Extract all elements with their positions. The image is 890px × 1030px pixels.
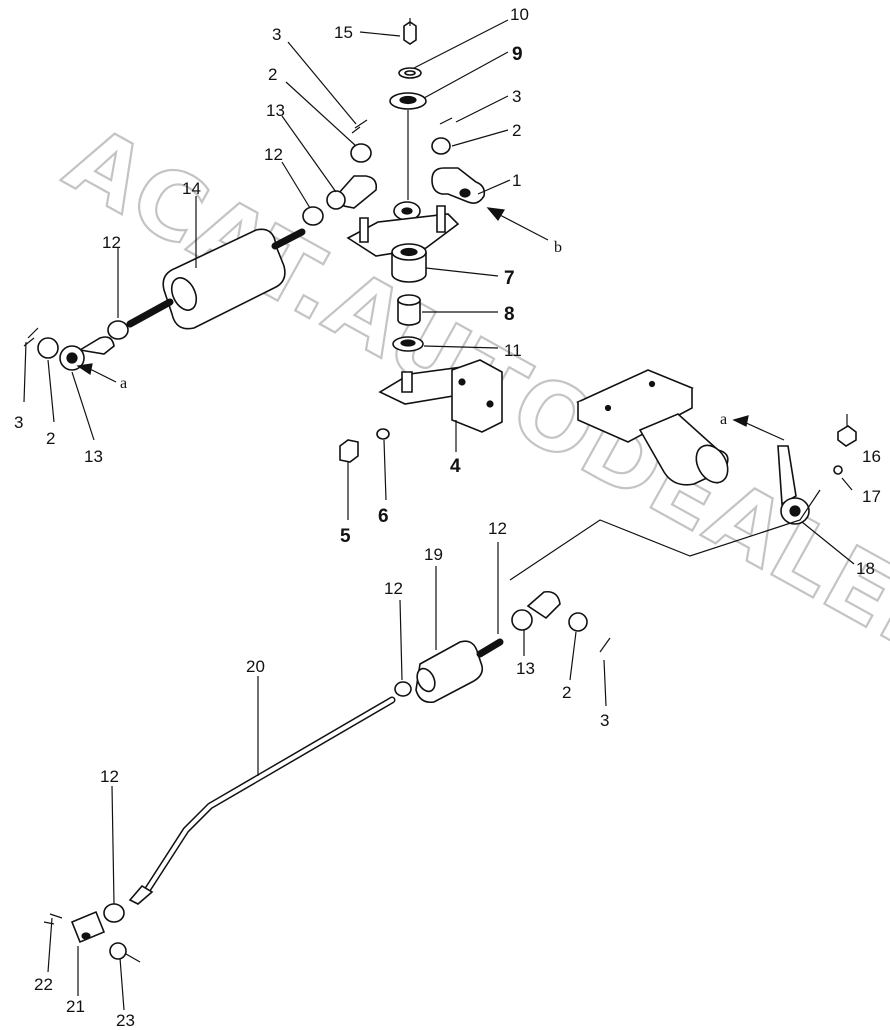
connection-line bbox=[509, 489, 821, 581]
callout-13-top: 13 bbox=[266, 101, 285, 120]
callout-3-top-right: 3 bbox=[512, 87, 521, 106]
view-arrow-b: b bbox=[486, 207, 562, 256]
view-label-a-left: a bbox=[120, 375, 127, 392]
callout-1: 1 bbox=[512, 171, 521, 190]
callout-13-left: 13 bbox=[84, 447, 103, 466]
callout-4: 4 bbox=[450, 456, 461, 477]
view-arrow-a-left: a bbox=[76, 363, 127, 392]
view-arrow-a-right: a bbox=[720, 411, 785, 441]
pedal-bracket bbox=[576, 369, 857, 525]
leader-lines bbox=[23, 19, 855, 1011]
callout-3-top-left: 3 bbox=[272, 25, 281, 44]
callout-23: 23 bbox=[116, 1011, 135, 1030]
callout-6: 6 bbox=[378, 506, 389, 527]
callout-12-left: 12 bbox=[102, 233, 121, 252]
view-label-b: b bbox=[554, 239, 562, 256]
callout-14: 14 bbox=[182, 179, 201, 198]
callout-11: 11 bbox=[504, 341, 522, 360]
view-label-a-right: a bbox=[720, 411, 727, 428]
callout-18: 18 bbox=[856, 559, 875, 578]
callout-2-lower: 2 bbox=[562, 683, 571, 702]
callout-labels: 15 10 9 3 2 1 3 2 13 12 14 12 3 2 13 7 8… bbox=[14, 5, 881, 1030]
callout-12-lower: 12 bbox=[100, 767, 119, 786]
callout-12-top: 12 bbox=[264, 145, 283, 164]
callout-2-left: 2 bbox=[46, 429, 55, 448]
callout-12-mid-right: 12 bbox=[488, 519, 507, 538]
callout-7: 7 bbox=[504, 268, 515, 289]
callout-10: 10 bbox=[510, 5, 529, 24]
callout-2-top-left: 2 bbox=[268, 65, 277, 84]
callout-5: 5 bbox=[340, 526, 351, 547]
callout-15: 15 bbox=[334, 23, 353, 42]
callout-12-mid: 12 bbox=[384, 579, 403, 598]
lower-rod-assembly bbox=[43, 590, 611, 963]
callout-2-top-right: 2 bbox=[512, 121, 521, 140]
callout-8: 8 bbox=[504, 304, 515, 325]
lever-left bbox=[302, 119, 378, 226]
upper-pivot-assembly bbox=[339, 18, 503, 520]
upper-rod-cylinder bbox=[23, 228, 306, 371]
callout-22: 22 bbox=[34, 975, 53, 994]
callout-9: 9 bbox=[512, 44, 523, 65]
callout-3-lower: 3 bbox=[600, 711, 609, 730]
callout-21: 21 bbox=[66, 997, 85, 1016]
callout-3-left: 3 bbox=[14, 413, 23, 432]
callout-16: 16 bbox=[862, 447, 881, 466]
callout-20: 20 bbox=[246, 657, 265, 676]
callout-17: 17 bbox=[862, 487, 881, 506]
callout-19: 19 bbox=[424, 545, 443, 564]
callout-13-lower: 13 bbox=[516, 659, 535, 678]
lever-1 bbox=[431, 117, 486, 204]
